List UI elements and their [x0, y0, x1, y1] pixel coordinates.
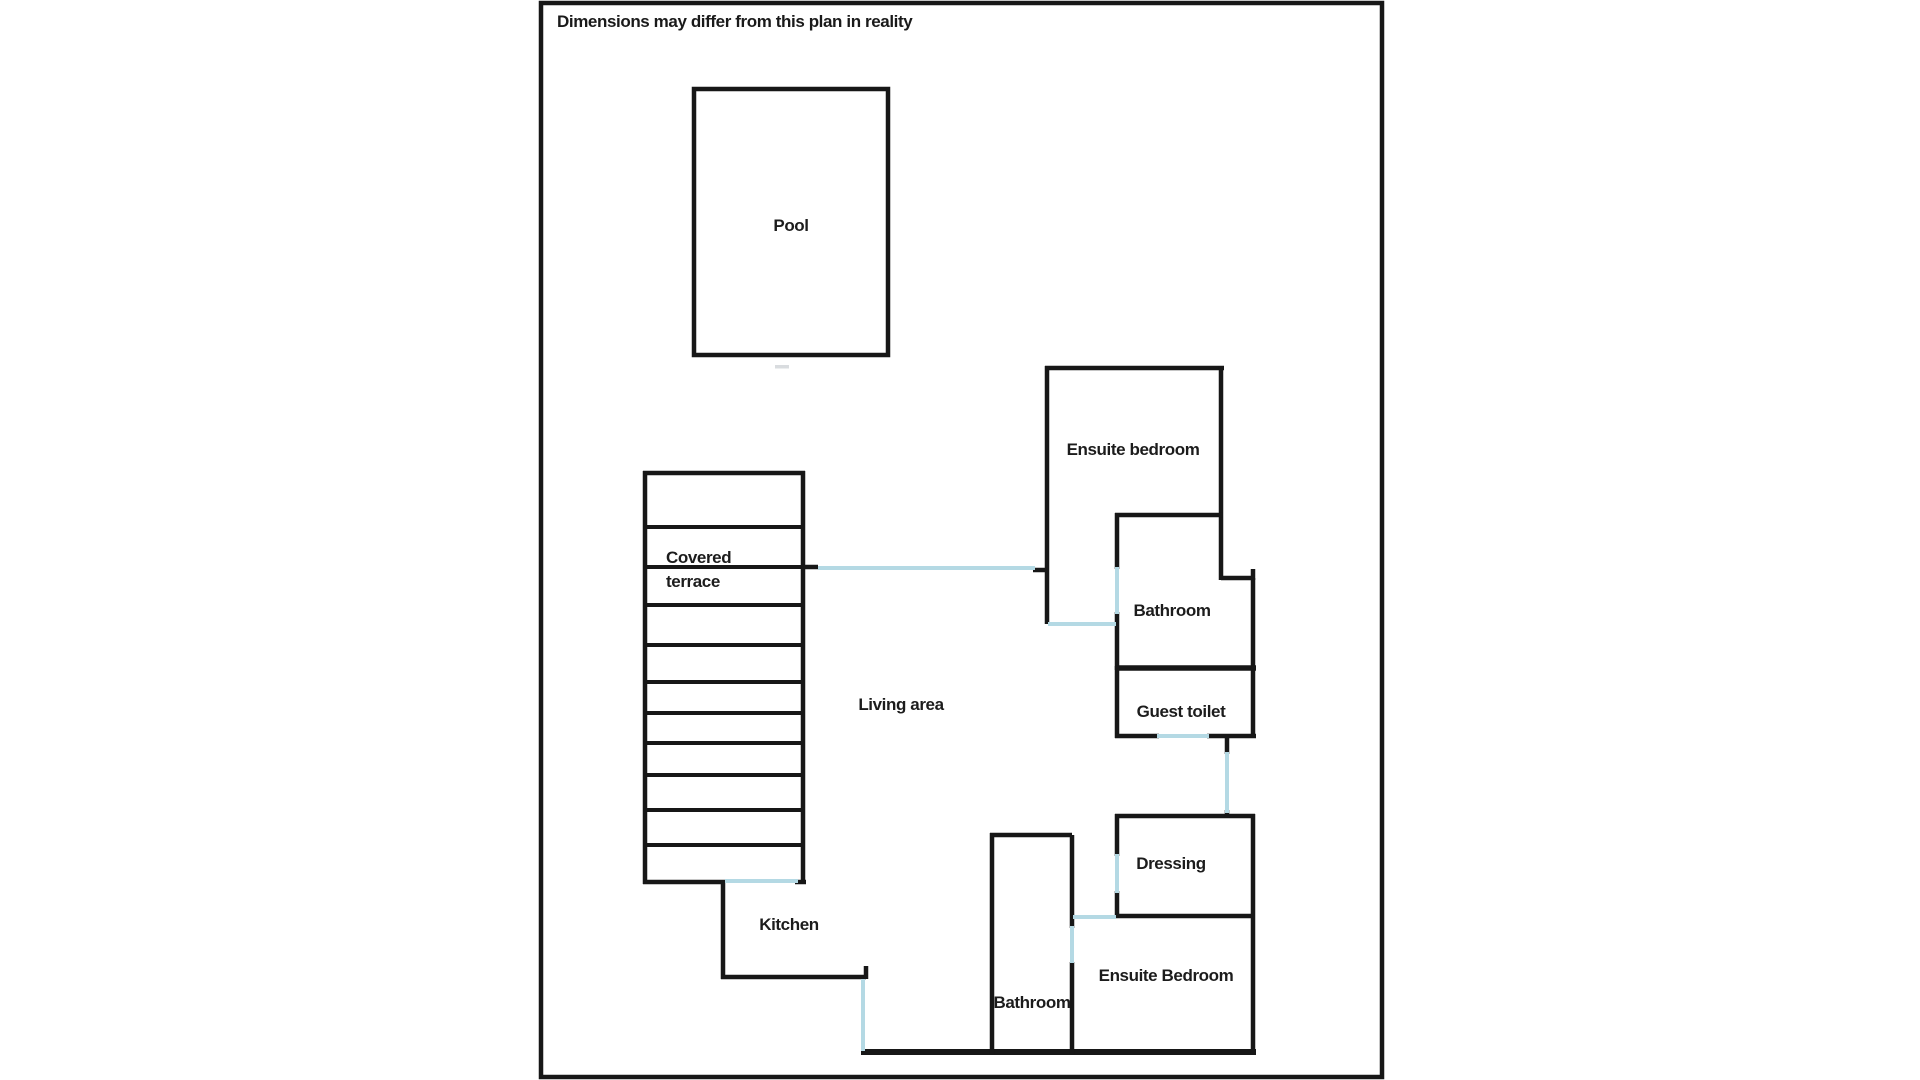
room-label-dressing: Dressing [1136, 854, 1206, 873]
room-label-ensuite-bedroom-bottom: Ensuite Bedroom [1099, 966, 1234, 985]
room-label-bathroom-bottom: Bathroom [993, 993, 1070, 1012]
pool-smudge [775, 365, 789, 369]
room-label-pool: Pool [773, 216, 808, 235]
pool-outline [691, 86, 891, 358]
room-label-kitchen: Kitchen [759, 915, 819, 934]
room-label-guest-toilet: Guest toilet [1137, 702, 1226, 721]
disclaimer-note: Dimensions may differ from this plan in … [557, 12, 913, 31]
room-label-bathroom-top: Bathroom [1133, 601, 1210, 620]
room-label-ensuite-bedroom-top: Ensuite bedroom [1067, 440, 1200, 459]
plan-page-border [538, 0, 1385, 1080]
room-label-living-area: Living area [858, 695, 944, 714]
